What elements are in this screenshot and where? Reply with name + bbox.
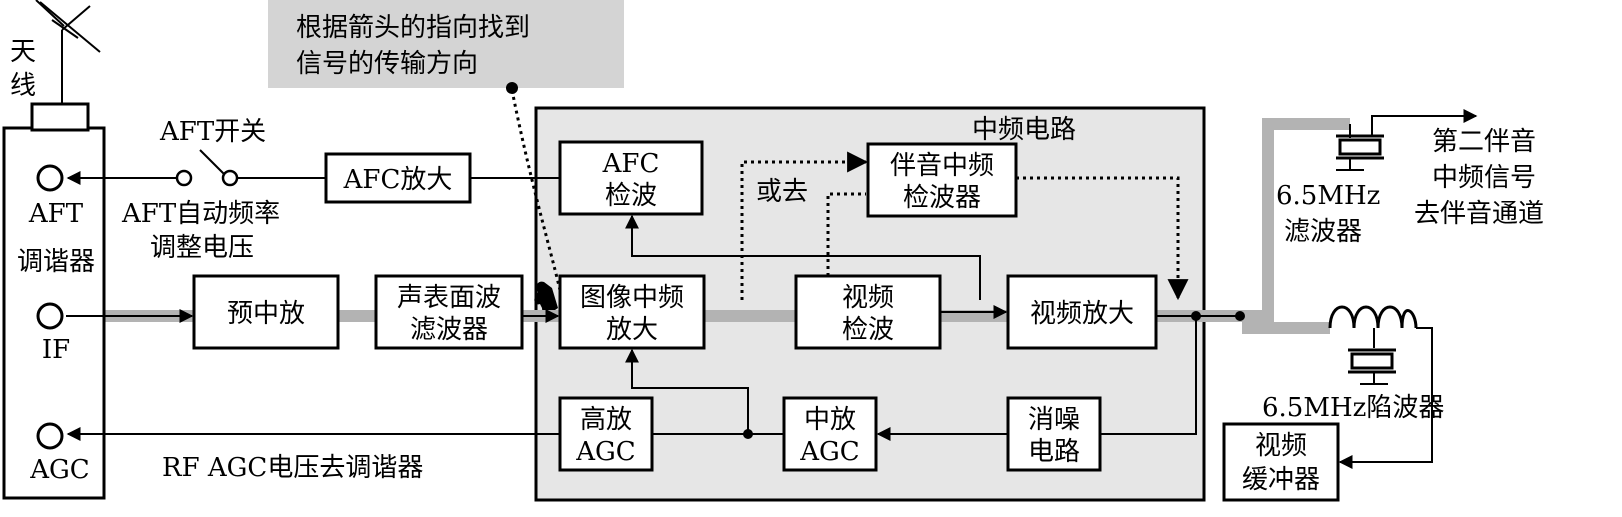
mid-agc-block bbox=[782, 396, 878, 472]
aft-switch-label: AFT开关 bbox=[159, 117, 266, 147]
filter-label-1: 6.5MHz bbox=[1276, 181, 1380, 211]
antenna-label-1: 天 bbox=[10, 37, 36, 67]
video-det-block bbox=[794, 274, 942, 350]
signal-path-trap bbox=[1240, 310, 1330, 334]
hand-pointer-icon bbox=[534, 281, 558, 315]
video-buffer-text-1: 视频 bbox=[1255, 431, 1307, 461]
video-buffer-block bbox=[1222, 422, 1340, 502]
if-port bbox=[36, 302, 64, 330]
sound-if-det-text-1: 伴音中频 bbox=[890, 151, 994, 181]
trap-label: 6.5MHz陷波器 bbox=[1262, 393, 1444, 423]
noise-canceller-text-2: 电路 bbox=[1028, 437, 1080, 467]
tuner-antenna-socket bbox=[30, 102, 90, 132]
image-if-amp-text-2: 放大 bbox=[606, 315, 658, 345]
trap-crystal-icon bbox=[1350, 352, 1394, 370]
note-pointer-dot bbox=[506, 82, 518, 94]
wire-videodet-to-afcdet bbox=[625, 214, 981, 300]
or-go-label: 或去 bbox=[756, 177, 808, 207]
agc-port-label: AGC bbox=[29, 455, 89, 485]
tuner-name-label: 调谐器 bbox=[17, 247, 95, 277]
filter-label-2: 滤波器 bbox=[1284, 217, 1362, 247]
wire-filter-out bbox=[1371, 109, 1478, 136]
mid-agc-text-2: AGC bbox=[799, 437, 859, 467]
sound-if-det-block bbox=[866, 142, 1018, 218]
saw-filter-text-2: 滤波器 bbox=[410, 315, 488, 345]
aft-port bbox=[36, 164, 64, 192]
panel-title: 中频电路 bbox=[972, 115, 1076, 145]
pre-if-amp-text: 预中放 bbox=[227, 299, 305, 329]
if-port-label: IF bbox=[42, 335, 70, 365]
dotted-path-right bbox=[1016, 176, 1189, 301]
wire-junction-to-noise bbox=[1100, 316, 1197, 435]
wire-trap-to-buffer bbox=[1338, 327, 1433, 469]
note-line-1: 根据箭头的指向找到 bbox=[296, 13, 530, 43]
note-line-2: 信号的传输方向 bbox=[296, 49, 478, 79]
hi-agc-text-2: AGC bbox=[575, 437, 635, 467]
agc-port bbox=[36, 422, 64, 450]
video-amp-text: 视频放大 bbox=[1030, 299, 1134, 329]
afc-det-block bbox=[558, 140, 704, 216]
image-if-amp-block bbox=[558, 274, 706, 350]
second-sound-label-2: 中频信号 bbox=[1432, 163, 1536, 193]
video-buffer-text-2: 缓冲器 bbox=[1242, 465, 1320, 495]
noise-canceller-block bbox=[1006, 396, 1102, 472]
noise-canceller-text-1: 消噪 bbox=[1028, 405, 1080, 435]
antenna-icon bbox=[35, 0, 101, 104]
trap-coil-icon bbox=[1328, 305, 1418, 329]
antenna-label-2: 线 bbox=[10, 71, 36, 101]
aft-voltage-label-2: 调整电压 bbox=[150, 233, 254, 263]
video-det-text-1: 视频 bbox=[842, 283, 894, 313]
afc-amp-text: AFC放大 bbox=[343, 165, 453, 195]
hi-agc-text-1: 高放 bbox=[580, 405, 632, 435]
image-if-amp-text-1: 图像中频 bbox=[580, 283, 684, 313]
junction-out-1 bbox=[1191, 311, 1201, 321]
filter-crystal-icon bbox=[1338, 138, 1382, 156]
pre-if-amp-block bbox=[192, 274, 340, 350]
rf-agc-label: RF AGC电压去调谐器 bbox=[162, 453, 423, 483]
mid-agc-text-1: 中放 bbox=[804, 405, 856, 435]
afc-det-text-2: 检波 bbox=[605, 181, 657, 211]
hi-agc-block bbox=[558, 396, 654, 472]
sound-if-det-text-2: 检波器 bbox=[903, 183, 981, 213]
dotted-path-or bbox=[826, 192, 866, 276]
junction-out-2 bbox=[1235, 311, 1245, 321]
saw-filter-text-1: 声表面波 bbox=[397, 283, 501, 313]
afc-det-text-1: AFC bbox=[602, 149, 660, 179]
video-det-text-2: 检波 bbox=[842, 315, 894, 345]
video-amp-block bbox=[1006, 274, 1158, 350]
junction-agc bbox=[743, 429, 753, 439]
second-sound-label-1: 第二伴音 bbox=[1432, 127, 1536, 157]
switch-contact-right bbox=[221, 169, 239, 187]
saw-filter-block bbox=[374, 274, 524, 350]
tuner-aft-label: AFT bbox=[28, 199, 84, 229]
afc-amp-block bbox=[324, 152, 472, 204]
switch-contact-left bbox=[175, 169, 193, 187]
note-box bbox=[268, 0, 624, 88]
switch-lever bbox=[199, 149, 225, 175]
wire-agc-to-imageamp bbox=[625, 348, 749, 434]
aft-voltage-label-1: AFT自动频率 bbox=[121, 199, 280, 229]
second-sound-label-3: 去伴音通道 bbox=[1414, 199, 1544, 229]
